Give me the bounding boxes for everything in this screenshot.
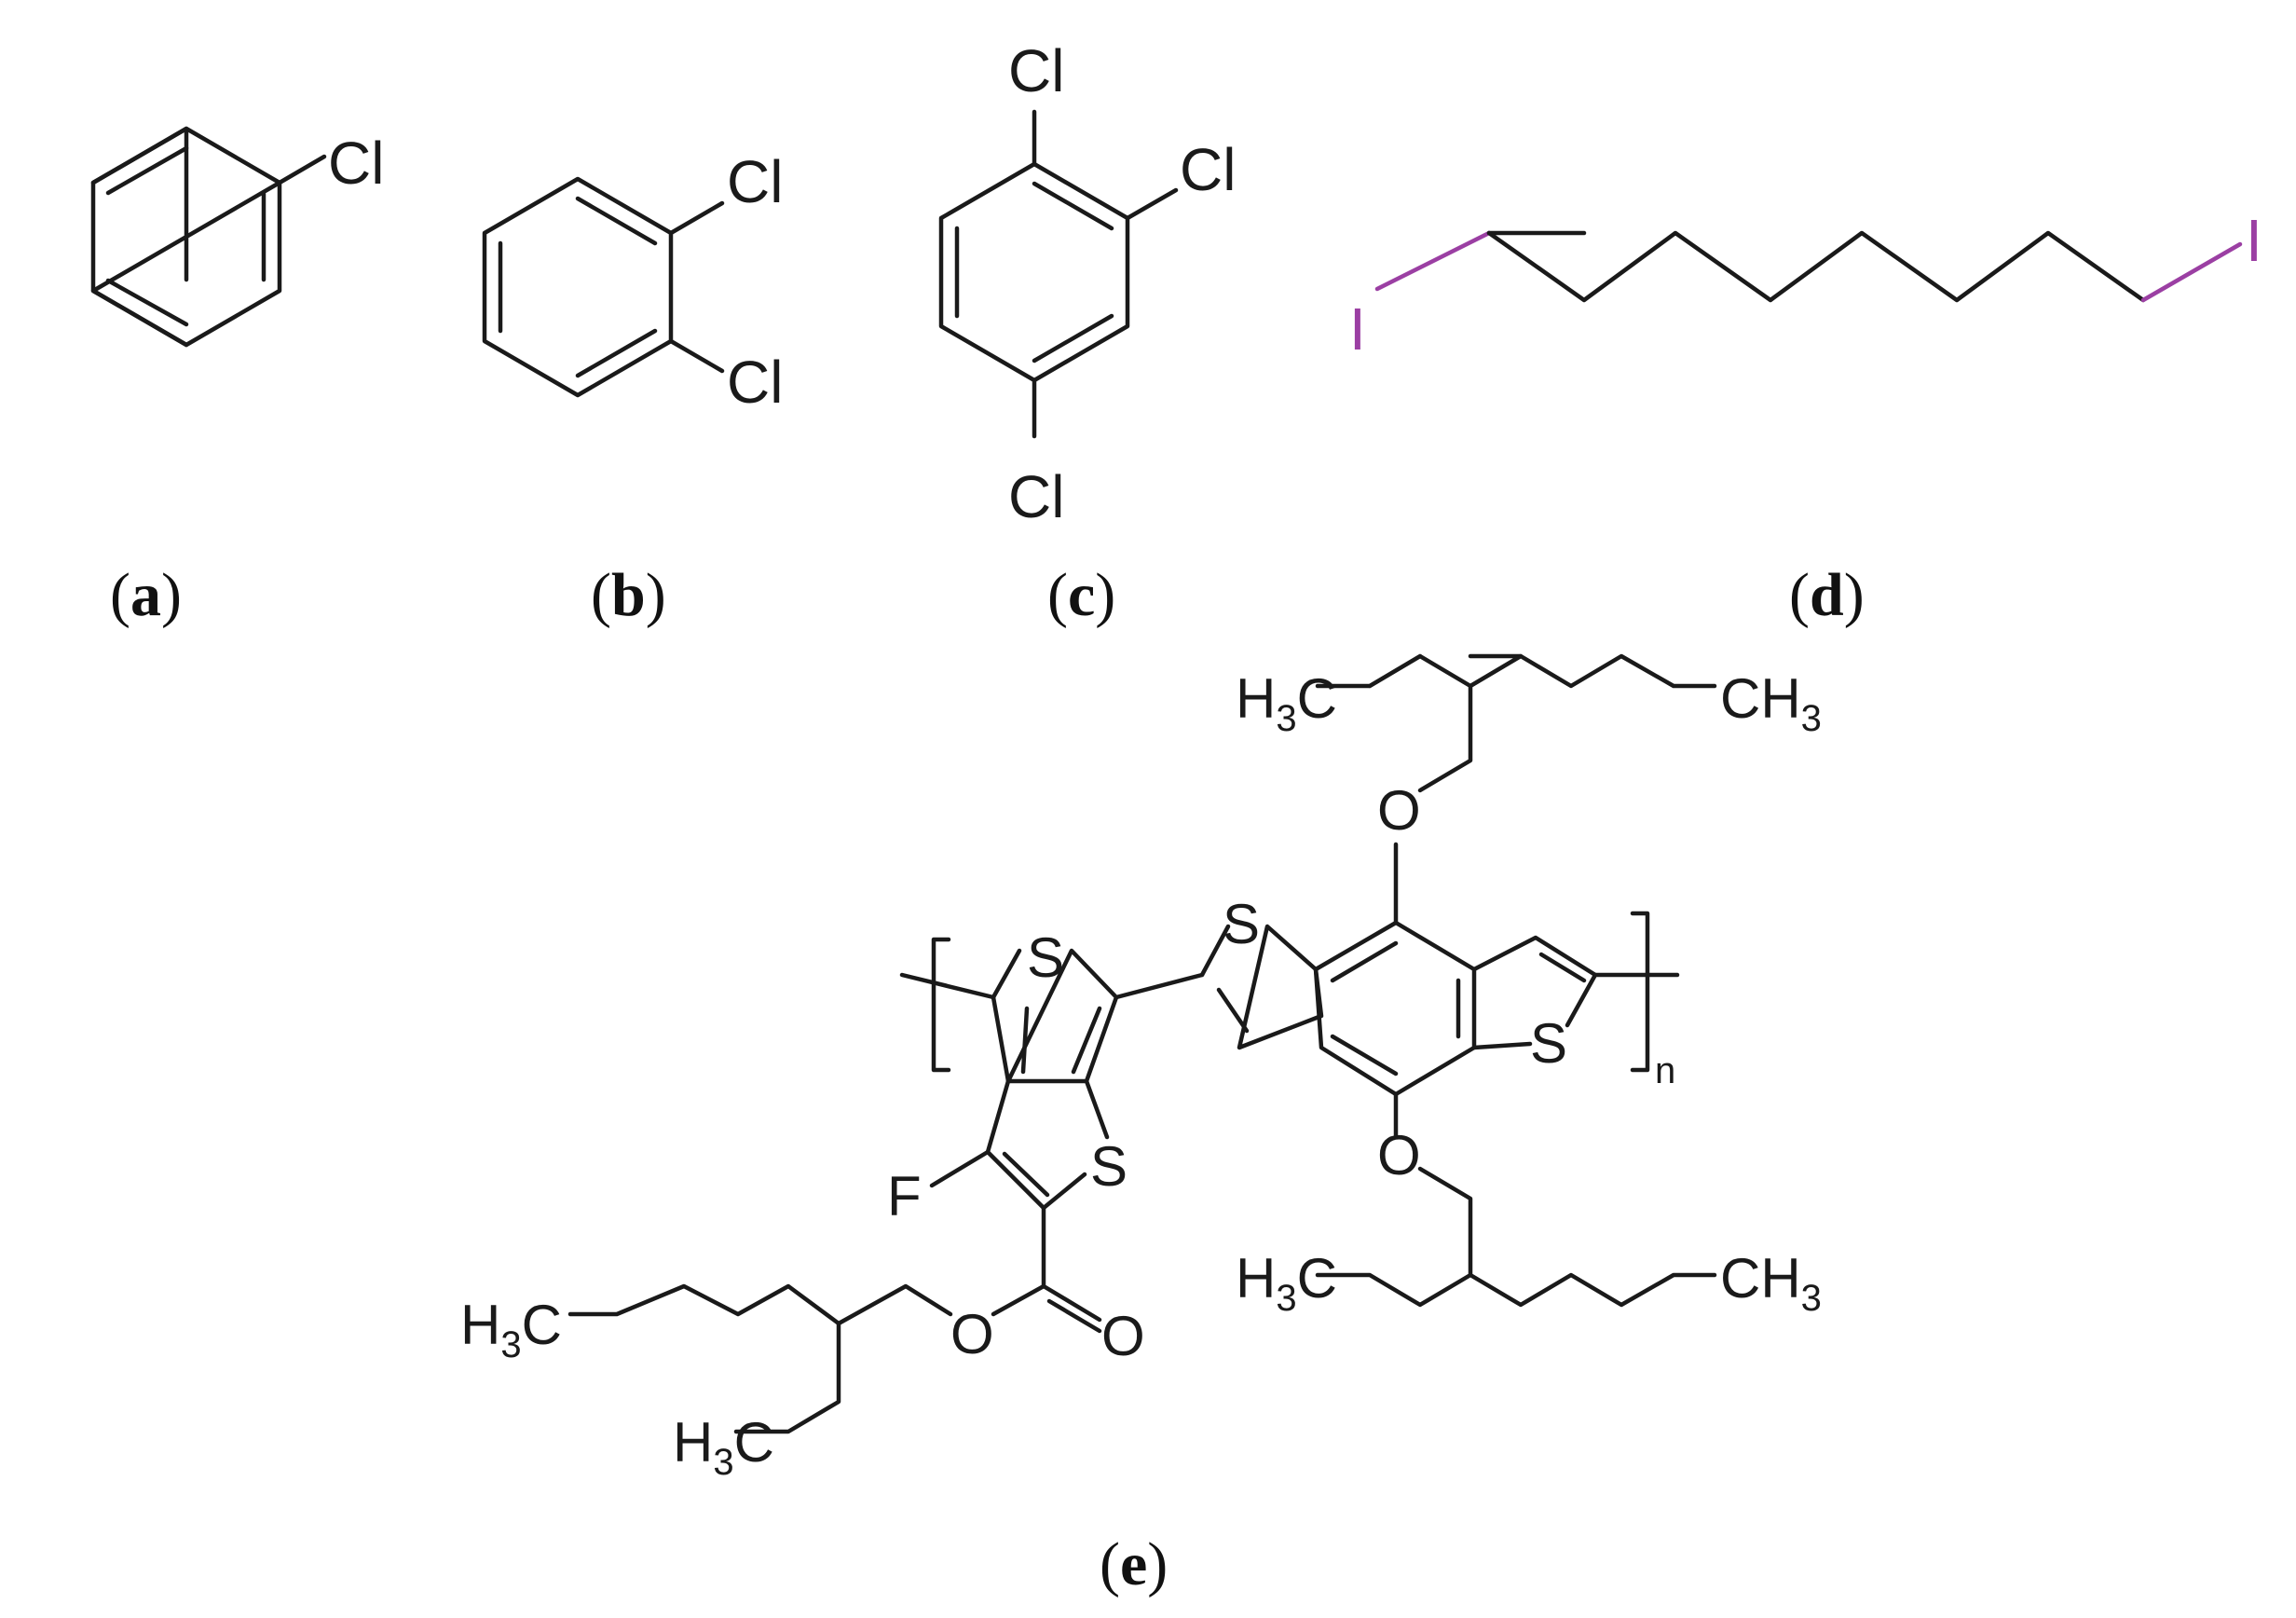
thiophene-upper-inner-1	[1020, 1006, 1030, 1075]
bond-to-cl-a	[277, 154, 327, 185]
ester-ethyl-branch	[733, 1321, 841, 1434]
bond-to-cl-b1	[668, 200, 725, 236]
svg-text:(c): (c)	[1047, 561, 1115, 629]
crossing-bond-left	[899, 972, 996, 1000]
atom-o-bottom: O	[1377, 1124, 1421, 1186]
panel-letter-b: b	[611, 561, 646, 629]
structure-a-chlorobenzene: Cl	[90, 126, 384, 348]
bond-c-f	[929, 1149, 991, 1188]
panel-label-d: (d)	[1789, 561, 1865, 629]
benzene-ring-c	[938, 161, 1130, 383]
atom-s-1: S	[1027, 926, 1064, 989]
benzene-ring-b	[482, 176, 674, 398]
panel-letter-c: c	[1068, 561, 1095, 629]
benzene-ring-c-inner-bonds	[954, 181, 1114, 363]
methyl-bottom-left: H3C	[1236, 1247, 1337, 1319]
ester-alkyl-chain	[567, 1283, 953, 1326]
bdt-thiophene-right-inner	[1538, 952, 1587, 983]
benzene-ring-a-inner-bonds	[105, 145, 266, 327]
bdt-thiophene-right	[1471, 935, 1598, 1050]
methyl-ester-branch: H3C	[673, 1411, 774, 1483]
panel-label-e: (e)	[1100, 1530, 1168, 1598]
bottom-butyl	[1468, 1272, 1717, 1308]
bond-carbonyl-o	[991, 1283, 1046, 1317]
panel-letter-d: d	[1810, 561, 1844, 629]
methyl-bottom-right: CH3	[1720, 1247, 1822, 1319]
bdt-thiophene-left-inner	[1216, 987, 1250, 1034]
top-ethyl	[1315, 653, 1423, 689]
atom-cl-c1: Cl	[1008, 37, 1064, 104]
bottom-chain-a	[1417, 1166, 1473, 1278]
bond-c-i-left	[1374, 230, 1492, 292]
panel-label-c: (c)	[1047, 561, 1115, 629]
panel-letter-a: a	[130, 561, 161, 629]
atom-cl-c3: Cl	[1008, 463, 1064, 530]
bond-c-i-right	[2140, 241, 2243, 303]
bdt-benzene	[1313, 920, 1477, 1097]
benzene-ring-a-edges	[90, 126, 189, 348]
benzene-ring-b-inner-bonds	[498, 196, 658, 378]
top-butyl	[1468, 653, 1717, 689]
bond-to-cl-b2	[668, 338, 725, 374]
repeat-subscript-n: n	[1655, 1050, 1675, 1091]
structure-c-trichlorobenzene: Cl Cl Cl	[938, 37, 1236, 530]
bracket-right	[1630, 911, 1650, 1073]
svg-text:(d): (d)	[1789, 561, 1865, 629]
svg-text:(e): (e)	[1100, 1530, 1168, 1598]
bond-carbonyl-double	[1041, 1283, 1102, 1334]
atom-cl-b1: Cl	[727, 148, 783, 215]
thiophene-upper-inner-2	[1071, 1006, 1102, 1075]
methyl-top-right: CH3	[1720, 667, 1822, 739]
benzene-ring-a	[90, 126, 282, 348]
methyl-ester-chain: H3C	[460, 1294, 562, 1365]
panel-label-a: (a)	[110, 561, 182, 629]
thiophene-lower-inner	[1002, 1151, 1050, 1198]
panel-letter-e: e	[1120, 1530, 1147, 1598]
bdt-benzene-inner	[1330, 940, 1461, 1076]
atom-s-3: S	[1223, 893, 1260, 955]
svg-text:(a): (a)	[110, 561, 182, 629]
alkyl-chain	[1486, 230, 2146, 303]
atom-o-top: O	[1377, 779, 1421, 842]
bond-to-cl-c2	[1125, 187, 1179, 221]
thiophene-upper-side	[991, 994, 1011, 1084]
atom-f: F	[887, 1165, 922, 1227]
panel-label-b: (b)	[591, 561, 666, 629]
atom-cl-c2: Cl	[1180, 136, 1236, 203]
atom-i-right: I	[2246, 207, 2262, 274]
atom-i-left: I	[1349, 295, 1366, 363]
bracket-left	[931, 937, 951, 1073]
atom-s-4: S	[1530, 1012, 1567, 1075]
atom-o-ester: O	[950, 1303, 994, 1365]
thiophene-lower-ring	[985, 1078, 1110, 1211]
atom-o-carbonyl: O	[1101, 1305, 1145, 1367]
svg-text:(b): (b)	[591, 561, 666, 629]
structure-e-polymer: n S S F O O H3C H3C S	[460, 653, 1822, 1483]
atom-cl-a: Cl	[328, 130, 384, 197]
structure-d-diiodooctane: I I	[1349, 207, 2262, 363]
atom-s-2: S	[1090, 1135, 1128, 1198]
bdt-thiophene-left	[1199, 924, 1324, 1050]
atom-cl-b2: Cl	[727, 349, 783, 416]
bond-tt-bdt	[1114, 972, 1205, 1000]
bottom-ethyl	[1315, 1272, 1473, 1308]
methyl-top-left: H3C	[1236, 667, 1337, 739]
structure-b-dichlorobenzene: Cl Cl	[482, 148, 783, 416]
